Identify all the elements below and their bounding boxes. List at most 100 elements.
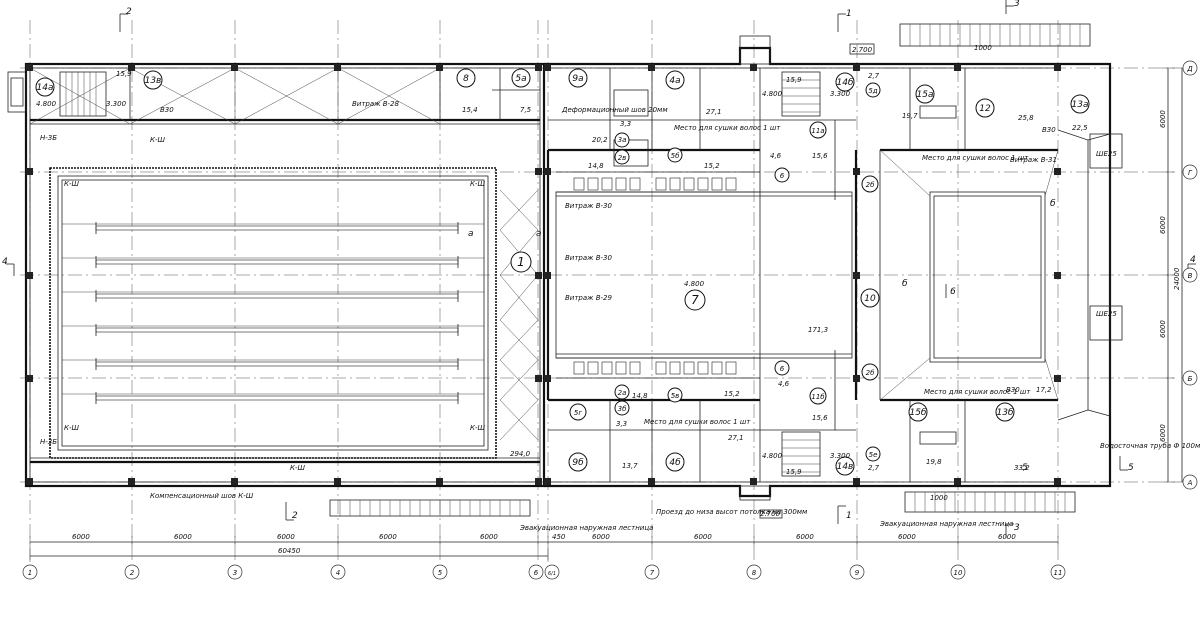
svg-text:25,8: 25,8 [1018,114,1034,122]
svg-text:5а: 5а [515,74,526,84]
svg-text:Витраж В-31: Витраж В-31 [1010,156,1057,164]
svg-text:14,8: 14,8 [588,162,604,170]
svg-text:К-Ш: К-Ш [290,464,305,472]
svg-text:Компенсационный шов К-Ш: Компенсационный шов К-Ш [150,492,254,500]
svg-text:15а: 15а [917,90,934,100]
svg-text:3: 3 [1014,523,1020,533]
axis-marker-3: 3 [227,564,243,580]
svg-text:171,3: 171,3 [808,326,828,334]
axis-marker-6: 6 [528,564,544,580]
svg-text:450: 450 [552,533,566,541]
svg-text:Место для сушки волос 1 шт: Место для сушки волос 1 шт [924,388,1031,396]
svg-text:5в: 5в [671,392,680,400]
room-5d: 5д2,7 [865,72,881,98]
room-9a: 9а [568,68,588,88]
svg-text:4а: 4а [669,76,680,86]
svg-text:3,3: 3,3 [620,120,631,128]
svg-text:15,4: 15,4 [462,106,478,114]
svg-text:В: В [1188,272,1193,280]
svg-text:8: 8 [752,569,757,577]
svg-text:2,7: 2,7 [868,72,880,80]
svg-text:294,0: 294,0 [510,450,531,458]
svg-text:Д: Д [1186,65,1193,73]
svg-text:4: 4 [1190,255,1196,265]
svg-text:4.800: 4.800 [762,452,783,460]
svg-text:14,8: 14,8 [632,392,648,400]
svg-text:ШЕ25: ШЕ25 [1096,310,1117,318]
svg-text:ШЕ25: ШЕ25 [1096,150,1117,158]
svg-text:33,2: 33,2 [1014,464,1030,472]
svg-text:3.300: 3.300 [830,452,851,460]
svg-text:12: 12 [979,104,991,114]
svg-text:6000: 6000 [1159,424,1167,442]
room-2b-top: 2б [861,175,879,193]
svg-text:14а: 14а [37,83,54,93]
svg-text:4,6: 4,6 [770,152,782,160]
structural-columns [26,64,1061,485]
axis-marker-V: В [1182,267,1198,283]
svg-text:2б: 2б [866,181,875,189]
svg-text:6000: 6000 [998,533,1016,541]
svg-text:15,2: 15,2 [704,162,720,170]
room-12: 12 25,8 [975,98,1034,122]
room-3a: 3а3,3 [614,120,631,148]
svg-text:Эвакуационная наружная лестниц: Эвакуационная наружная лестница [879,520,1013,528]
svg-text:3: 3 [1014,0,1020,9]
axis-marker-9: 9 [849,564,865,580]
room-10: 10 [860,288,880,308]
svg-text:2: 2 [130,569,135,577]
svg-text:6000: 6000 [796,533,814,541]
room-5g: 5г [569,403,587,421]
svg-text:6000: 6000 [898,533,916,541]
svg-text:В30: В30 [1006,386,1020,394]
axis-marker-2: 2 [124,564,140,580]
svg-text:Витраж В-29: Витраж В-29 [565,294,612,302]
svg-text:60450: 60450 [278,547,301,555]
svg-text:1000: 1000 [974,44,992,52]
svg-text:а: а [468,229,474,239]
svg-text:15,6: 15,6 [812,414,828,422]
svg-text:6: 6 [780,172,785,180]
svg-text:4.800: 4.800 [36,100,57,108]
svg-text:4: 4 [336,569,340,577]
svg-text:1000: 1000 [930,494,948,502]
exterior-walls [7,46,1123,498]
svg-text:7,5: 7,5 [520,106,532,114]
room-2a: 20,2 [592,136,608,144]
svg-text:4.800: 4.800 [762,90,783,98]
svg-text:1: 1 [517,255,525,269]
svg-text:К-Ш: К-Ш [470,424,485,432]
svg-text:10: 10 [864,294,876,304]
axis-marker-4: 4 [330,564,346,580]
svg-text:Витраж В-30: Витраж В-30 [565,202,612,210]
svg-text:7: 7 [650,569,655,577]
room-6-bot: 64,6 [774,360,790,388]
svg-text:15,9: 15,9 [786,76,802,84]
svg-text:11б: 11б [811,393,825,401]
room-5a: 5а 7,5 [511,68,532,114]
room-14a: 14а 15,9 [35,70,132,97]
svg-text:15,9: 15,9 [116,70,132,78]
svg-text:11: 11 [1054,569,1063,577]
axis-marker-G: Г [1182,164,1198,180]
annotations: Витраж В-28 Витраж В-30 Витраж В-30 Витр… [36,44,1200,532]
svg-text:Проезд до низа высот потолка н: Проезд до низа высот потолка на 300мм [656,508,808,516]
svg-text:24000: 24000 [1173,267,1181,290]
svg-text:А: А [1187,479,1193,487]
svg-text:2.700: 2.700 [760,510,781,518]
svg-text:13а: 13а [1072,100,1089,110]
svg-text:27,1: 27,1 [706,108,722,116]
svg-text:6: 6 [534,569,539,577]
central-block-walls [546,68,858,482]
axis-marker-1: 1 [22,564,38,580]
